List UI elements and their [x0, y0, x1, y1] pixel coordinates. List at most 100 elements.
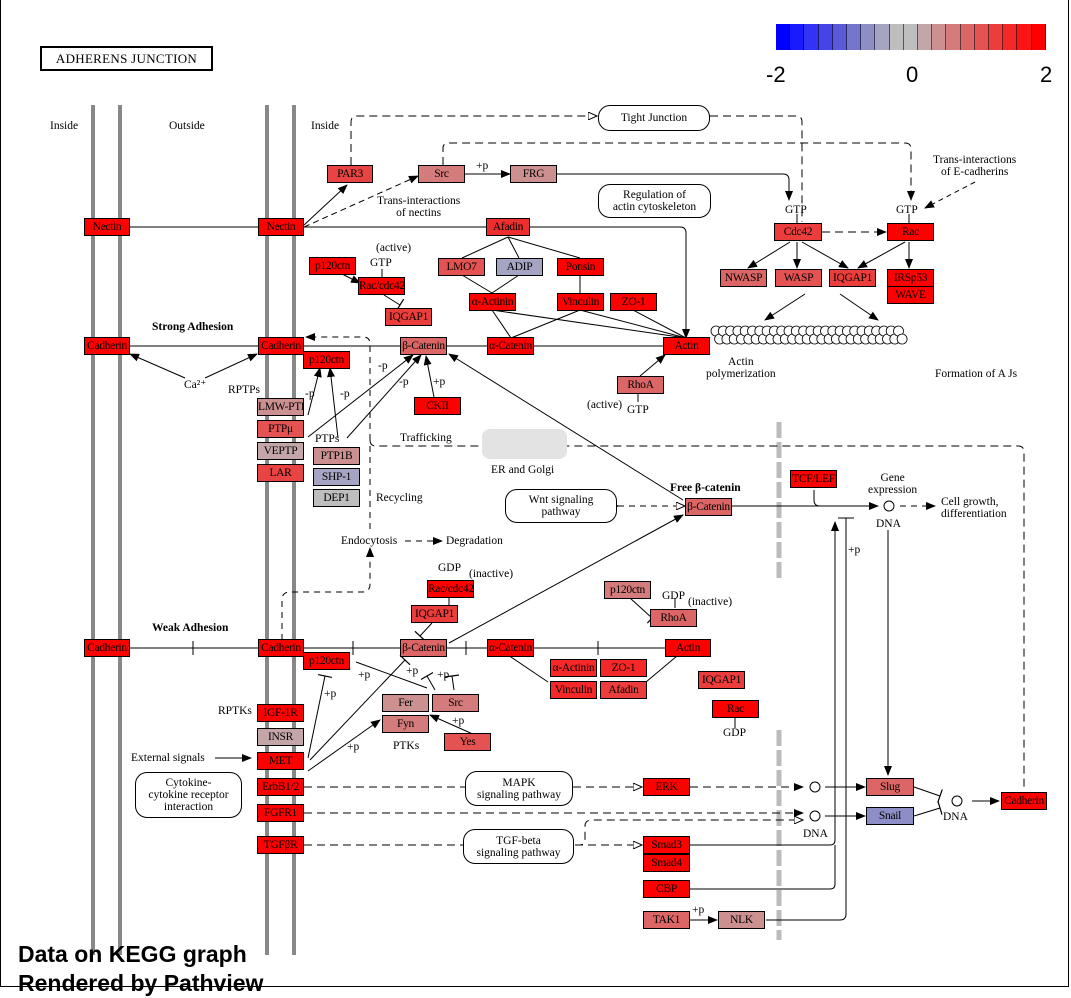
pathway-mapk[interactable]: MAPK signaling pathway — [465, 771, 573, 806]
gene-node-smad3[interactable]: Smad3 — [643, 836, 690, 854]
gtp-label: GTP — [370, 257, 392, 269]
gene-node-rhoa-inactive[interactable]: RhoA — [650, 609, 697, 627]
pathway-regulation-actin[interactable]: Regulation of actin cytoskeleton — [598, 184, 711, 218]
gene-node-met[interactable]: MET — [257, 752, 304, 770]
inactive-label: (inactive) — [688, 596, 733, 608]
gene-node-alpha-catenin-strong[interactable]: α-Catenin — [487, 337, 534, 355]
pathway-tight-junction[interactable]: Tight Junction — [598, 105, 710, 131]
gene-node-shp1[interactable]: SHP-1 — [313, 468, 360, 486]
gene-node-nwasp[interactable]: NWASP — [720, 269, 767, 287]
gene-node-tak1[interactable]: TAK1 — [643, 911, 690, 929]
gene-node-ptp1b[interactable]: PTP1B — [313, 447, 360, 465]
gene-node-lar[interactable]: LAR — [257, 464, 304, 482]
gene-node-snail[interactable]: Snail — [866, 807, 914, 825]
gene-node-fer[interactable]: Fer — [382, 694, 429, 712]
gene-node-cbp[interactable]: CBP — [643, 880, 690, 898]
gene-node-fgfr1[interactable]: FGFR1 — [257, 804, 304, 822]
inactive-label: (inactive) — [469, 568, 514, 580]
gene-node-zo1-top[interactable]: ZO-1 — [610, 293, 657, 311]
gene-node-fyn[interactable]: Fyn — [382, 715, 429, 733]
gene-node-veptp[interactable]: VEPTP — [257, 442, 304, 460]
gene-node-ptp-mu[interactable]: PTPμ — [257, 420, 304, 438]
gene-node-nlk[interactable]: NLK — [718, 911, 765, 929]
plus-p-label: +p — [476, 160, 489, 172]
gene-node-afadin-weak[interactable]: Afadin — [600, 681, 647, 699]
legend-swatch — [932, 24, 947, 50]
gene-node-lmo7[interactable]: LMO7 — [438, 258, 485, 276]
gene-node-insr[interactable]: INSR — [257, 728, 304, 746]
gene-node-beta-catenin-free[interactable]: β-Catenin — [685, 498, 732, 516]
gene-node-wasp[interactable]: WASP — [775, 269, 822, 287]
gene-node-irsp53[interactable]: IRSp53 — [887, 269, 934, 287]
gene-node-erbb12[interactable]: ErbB1/2 — [257, 778, 304, 796]
pathway-tgf-beta[interactable]: TGF-beta signaling pathway — [463, 829, 574, 864]
rptps-label: RPTPs — [228, 384, 260, 396]
gene-node-p120ctn-top[interactable]: p120ctn — [309, 257, 356, 275]
gene-node-rac-inactive[interactable]: Rac — [712, 700, 759, 718]
gene-node-slug[interactable]: Slug — [866, 778, 914, 796]
gene-node-p120ctn-strong[interactable]: p120ctn — [303, 351, 350, 369]
active-label: (active) — [376, 242, 412, 254]
gene-node-actin-weak[interactable]: Actin — [665, 639, 711, 657]
footer-line-1: Data on KEGG graph — [18, 941, 247, 967]
gene-node-alpha-catenin-weak[interactable]: α-Catenin — [487, 639, 534, 657]
gene-node-alpha-actinin-top[interactable]: α-Actinin — [469, 293, 516, 311]
gene-node-tcf-lef[interactable]: TCF/LEF — [790, 470, 837, 488]
free-beta-catenin-label: Free β-catenin — [670, 482, 741, 494]
gene-node-nectin-left[interactable]: Nectin — [84, 218, 130, 236]
gene-node-iqgap1-lone[interactable]: IQGAP1 — [698, 671, 745, 689]
gene-node-cadherin-strong-right[interactable]: Cadherin — [258, 337, 304, 355]
gene-node-actin-strong[interactable]: Actin — [663, 337, 710, 355]
legend-swatch — [1003, 24, 1018, 50]
gene-node-tgfbr[interactable]: TGFβR — [257, 836, 304, 854]
gene-node-iqgap1-right[interactable]: IQGAP1 — [829, 269, 876, 287]
dna-label: DNA — [876, 518, 901, 530]
gene-node-wave[interactable]: WAVE — [887, 286, 934, 304]
gene-node-rac-top[interactable]: Rac — [887, 223, 934, 241]
gene-node-iqgap1-top[interactable]: IQGAP1 — [385, 308, 432, 326]
gene-node-alpha-actinin-weak[interactable]: α-Actinin — [550, 659, 597, 677]
gene-node-cadherin-strong-left[interactable]: Cadherin — [84, 337, 130, 355]
gene-node-rhoa-active[interactable]: RhoA — [617, 376, 664, 394]
pathway-cytokine[interactable]: Cytokine- cytokine receptor interaction — [135, 772, 242, 818]
gene-node-vinculin-weak[interactable]: Vinculin — [550, 681, 597, 699]
gene-node-src-weak[interactable]: Src — [432, 694, 479, 712]
gene-node-smad4[interactable]: Smad4 — [643, 854, 690, 872]
gene-node-ckii[interactable]: CKII — [414, 397, 461, 415]
gene-node-vinculin-top[interactable]: Vinculin — [557, 293, 604, 311]
legend-swatch — [875, 24, 890, 50]
gene-node-beta-catenin-weak[interactable]: β-Catenin — [400, 639, 447, 657]
ptks-label: PTKs — [393, 740, 420, 752]
legend-swatch — [818, 24, 833, 50]
footer-caption: Data on KEGG graph Rendered by Pathview — [18, 940, 263, 998]
gene-node-iqgap1-weak[interactable]: IQGAP1 — [411, 605, 458, 623]
gene-node-afadin-top[interactable]: Afadin — [486, 218, 530, 236]
gene-node-ponsin[interactable]: Ponsin — [557, 258, 604, 276]
gene-node-dep1[interactable]: DEP1 — [313, 489, 360, 507]
gene-node-nectin-right[interactable]: Nectin — [258, 218, 304, 236]
gene-node-lmw-ptp[interactable]: LMW-PTP — [257, 398, 304, 416]
pathway-wnt[interactable]: Wnt signaling pathway — [505, 489, 617, 523]
gene-node-src-top[interactable]: Src — [418, 165, 465, 183]
gene-node-raccdc42-active[interactable]: Rac/cdc42 — [358, 277, 405, 295]
gene-node-igf1r[interactable]: IGF-1R — [257, 704, 304, 722]
gene-node-cadherin-target[interactable]: Cadherin — [1001, 792, 1047, 810]
legend-swatch — [804, 24, 819, 50]
gene-node-erk[interactable]: ERK — [643, 778, 690, 796]
gene-node-beta-catenin-strong[interactable]: β-Catenin — [400, 337, 447, 355]
legend-max-label: 2 — [1040, 62, 1053, 87]
gene-node-zo1-weak[interactable]: ZO-1 — [600, 659, 647, 677]
gene-node-p120ctn-inactive[interactable]: p120ctn — [604, 581, 651, 599]
gene-node-yes[interactable]: Yes — [444, 733, 491, 751]
gene-node-frg[interactable]: FRG — [510, 165, 557, 183]
gene-node-cadherin-weak-right[interactable]: Cadherin — [258, 639, 304, 657]
gene-node-cdc42[interactable]: Cdc42 — [774, 223, 822, 241]
gene-node-p120ctn-weak[interactable]: p120ctn — [303, 652, 350, 670]
gene-node-cadherin-weak-left[interactable]: Cadherin — [84, 639, 130, 657]
dna-label: DNA — [943, 811, 968, 823]
gene-node-raccdc42-inactive[interactable]: Rac/cdc42 — [427, 580, 474, 598]
gene-node-adip[interactable]: ADIP — [496, 258, 543, 276]
legend-swatch — [861, 24, 876, 50]
degradation-label: Degradation — [446, 535, 503, 547]
gene-node-par3[interactable]: PAR3 — [327, 165, 373, 183]
